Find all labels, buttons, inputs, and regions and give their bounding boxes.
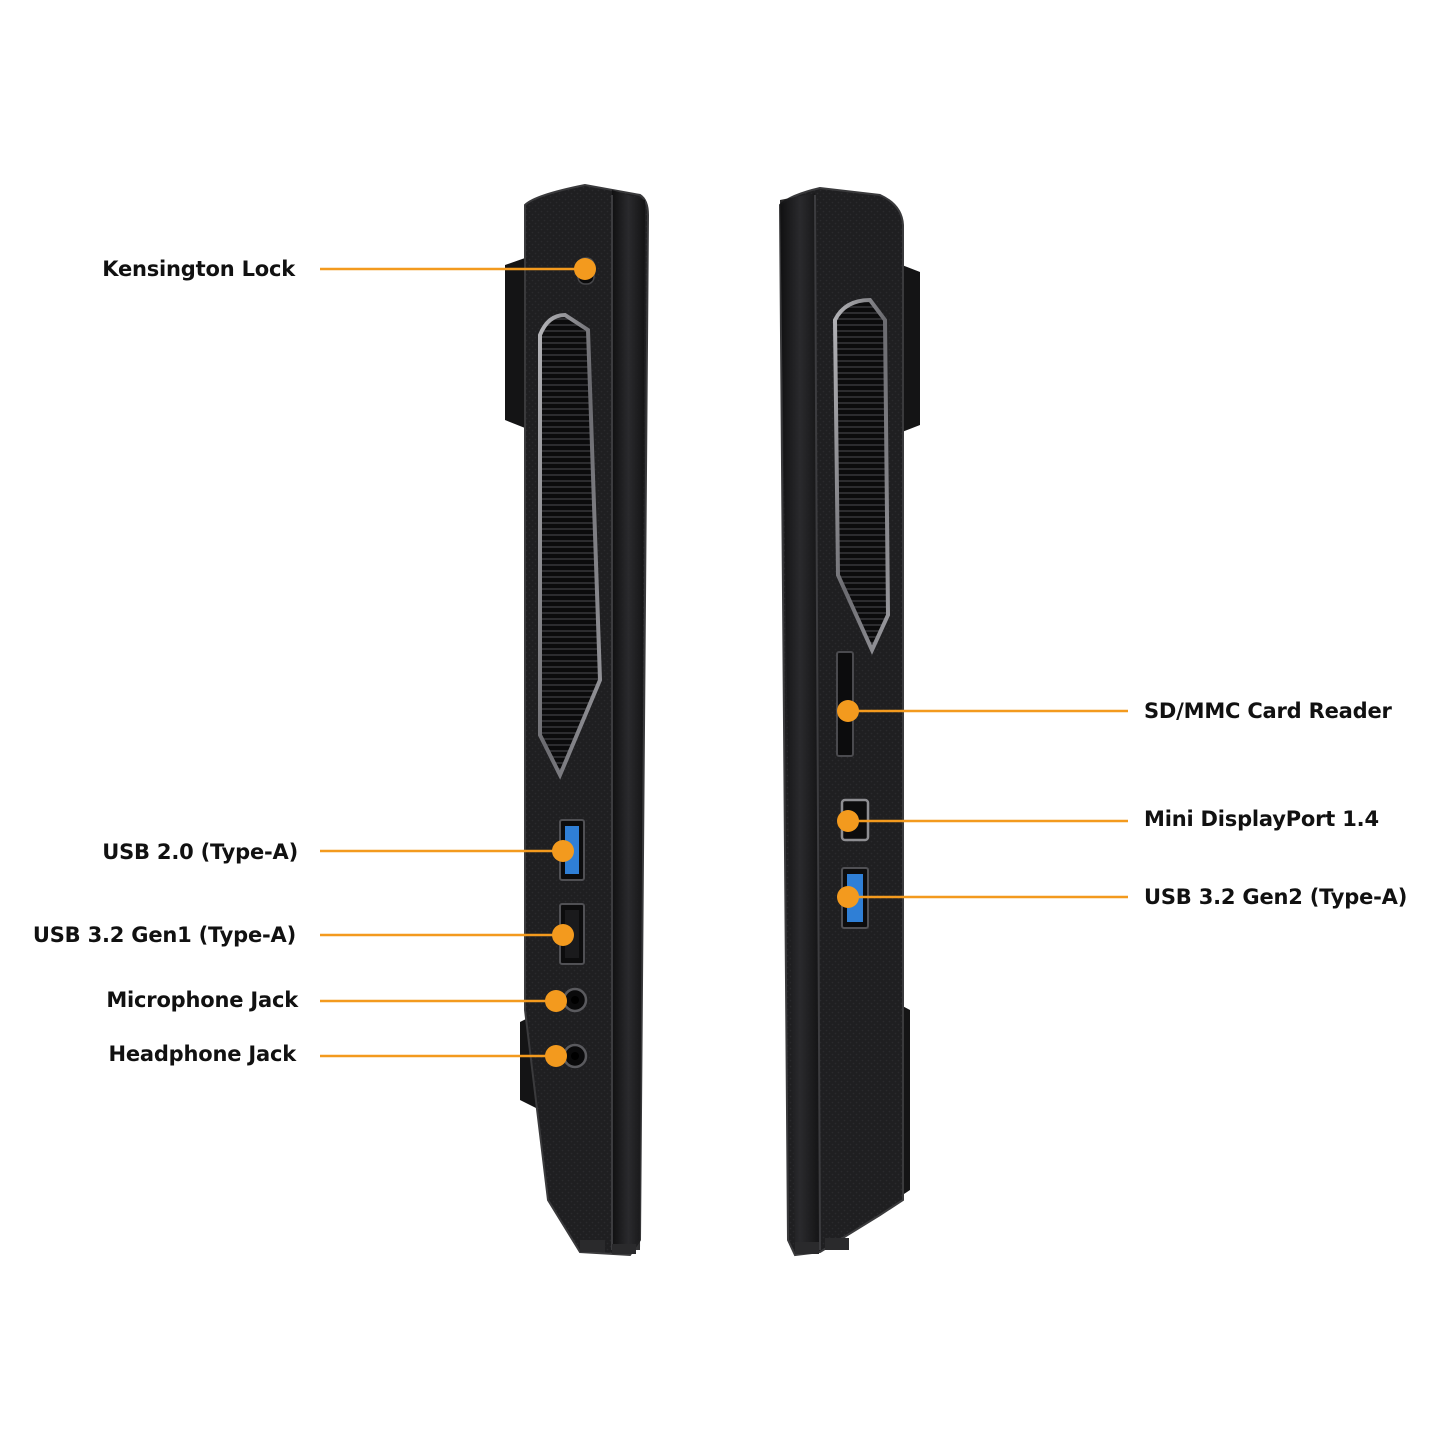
callout-dot-mic [545,990,567,1012]
callout-dot-minidp [837,810,859,832]
callout-dot-usb2 [552,840,574,862]
right-vent [832,297,891,655]
right-laptop-side [778,186,920,1257]
label-headphone-jack: Headphone Jack [108,1042,296,1066]
label-sd-card-reader: SD/MMC Card Reader [1144,699,1392,723]
label-microphone-jack: Microphone Jack [106,988,298,1012]
label-usb32-gen1: USB 3.2 Gen1 (Type-A) [32,923,296,947]
label-mini-displayport: Mini DisplayPort 1.4 [1144,807,1379,831]
callout-dot-usb32g2 [837,886,859,908]
callout-lines [320,258,1128,1067]
label-usb2: USB 2.0 (Type-A) [102,840,298,864]
label-kensington-lock: Kensington Lock [102,257,295,281]
left-vent [538,312,603,780]
callout-dot-kensington [574,258,596,280]
callout-dot-headphone [545,1045,567,1067]
callout-dot-sd [837,700,859,722]
left-laptop-side [505,183,650,1257]
callout-dot-usb32g1 [552,924,574,946]
label-usb32-gen2: USB 3.2 Gen2 (Type-A) [1144,885,1408,909]
